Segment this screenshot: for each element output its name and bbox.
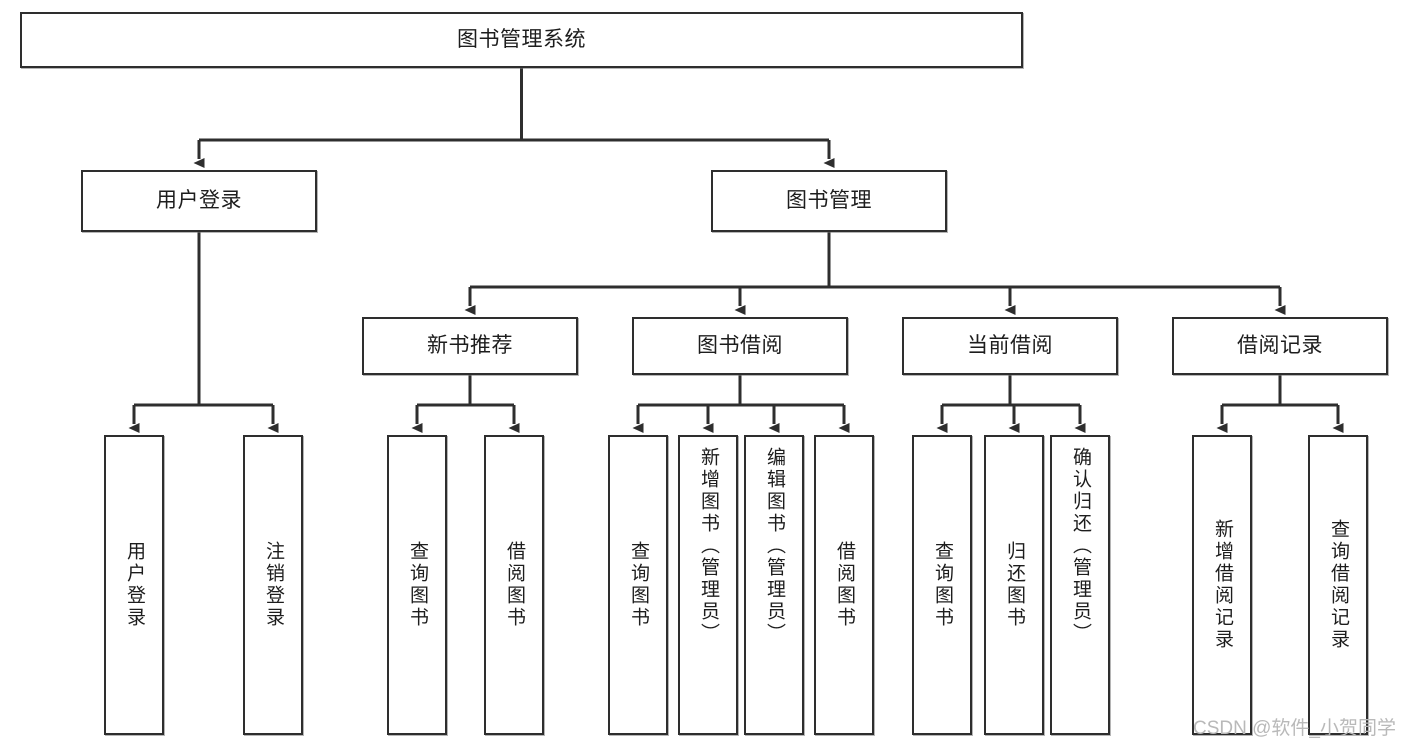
node-label: 图书借阅 [697, 334, 783, 358]
node-leaf-borrow-book-1: 借阅图书 [484, 435, 544, 735]
node-borrow-record: 借阅记录 [1172, 317, 1388, 375]
node-label: 编辑图书（管理员） [764, 447, 786, 645]
node-leaf-confirm-return: 确认归还（管理员） [1050, 435, 1110, 735]
csdn-watermark: CSDN @软件_小贺同学 [1193, 718, 1396, 739]
node-label: 借阅记录 [1237, 334, 1323, 358]
node-new-book-rec: 新书推荐 [362, 317, 578, 375]
node-leaf-query-book-2: 查询图书 [608, 435, 668, 735]
node-book-borrow: 图书借阅 [632, 317, 848, 375]
node-leaf-edit-book: 编辑图书（管理员） [744, 435, 804, 735]
node-book-manage: 图书管理 [711, 170, 947, 232]
node-label: 确认归还（管理员） [1070, 447, 1092, 645]
node-leaf-query-book-1: 查询图书 [387, 435, 447, 735]
node-leaf-return-book: 归还图书 [984, 435, 1044, 735]
node-label: 查询图书 [628, 541, 650, 629]
node-leaf-borrow-book-2: 借阅图书 [814, 435, 874, 735]
node-label: 用户登录 [156, 189, 242, 213]
node-label: 图书管理系统 [457, 28, 586, 52]
node-label: 用户登录 [124, 541, 146, 629]
node-label: 当前借阅 [967, 334, 1053, 358]
node-leaf-user-login: 用户登录 [104, 435, 164, 735]
node-label: 借阅图书 [834, 541, 856, 629]
node-label: 新增图书（管理员） [698, 447, 720, 645]
node-label: 图书管理 [786, 189, 872, 213]
node-leaf-user-logout: 注销登录 [243, 435, 303, 735]
node-current-borrow: 当前借阅 [902, 317, 1118, 375]
node-user-login: 用户登录 [81, 170, 317, 232]
node-label: 新书推荐 [427, 334, 513, 358]
node-leaf-add-record: 新增借阅记录 [1192, 435, 1252, 735]
node-label: 查询图书 [932, 541, 954, 629]
node-label: 归还图书 [1004, 541, 1026, 629]
node-label: 借阅图书 [504, 541, 526, 629]
node-leaf-query-record: 查询借阅记录 [1308, 435, 1368, 735]
node-label: 查询借阅记录 [1328, 519, 1350, 651]
node-label: 新增借阅记录 [1212, 519, 1234, 651]
node-leaf-add-book: 新增图书（管理员） [678, 435, 738, 735]
node-leaf-query-book-3: 查询图书 [912, 435, 972, 735]
node-label: 注销登录 [263, 541, 285, 629]
node-label: 查询图书 [407, 541, 429, 629]
node-root: 图书管理系统 [20, 12, 1023, 68]
